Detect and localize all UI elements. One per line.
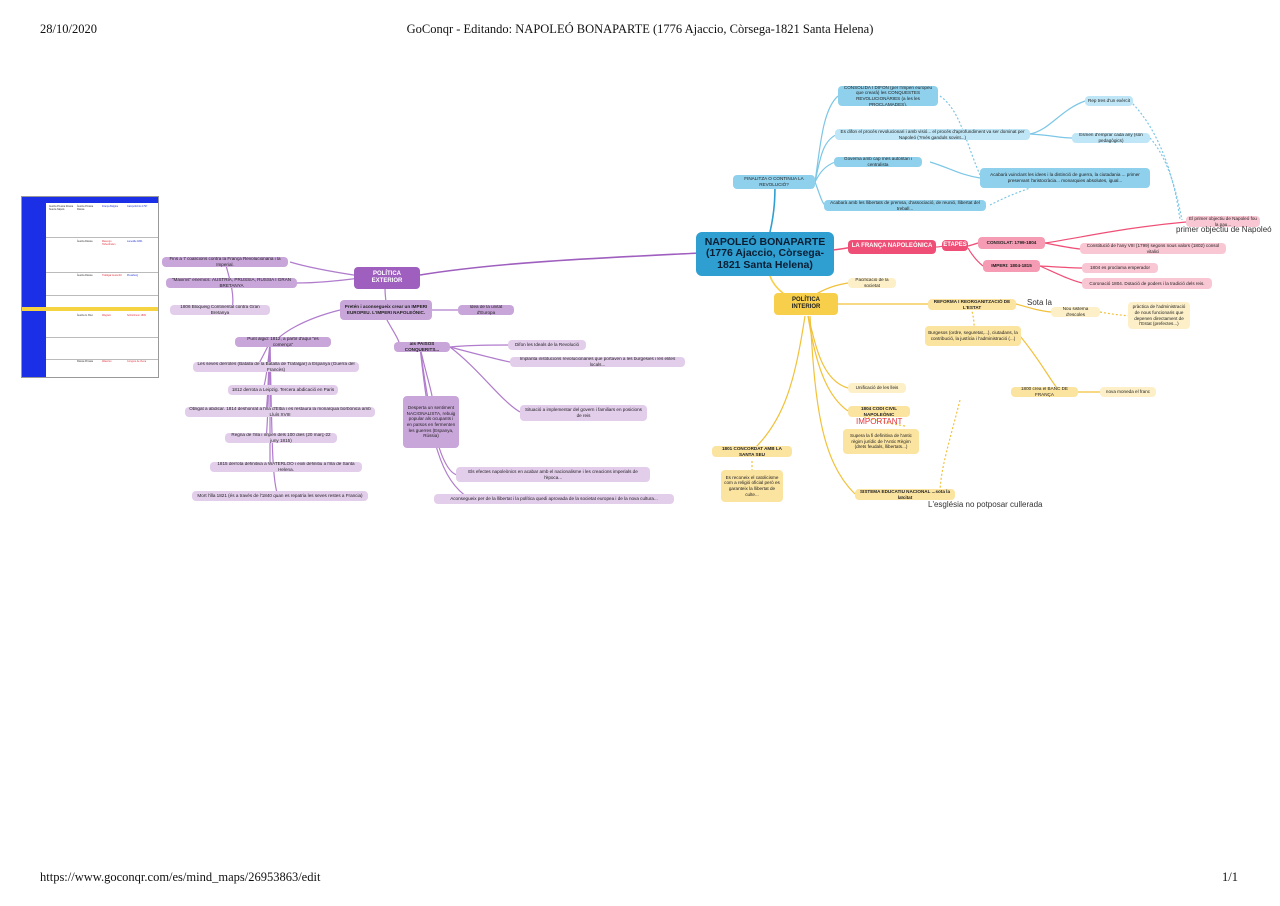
node-emperador[interactable]: 1804 es proclama emperador xyxy=(1082,263,1158,273)
node-coalicions[interactable]: Fins a 7 coalicions contra la França Rev… xyxy=(162,257,288,267)
node-elba[interactable]: Obligat a abdicar. 1814 deshonrat a l'il… xyxy=(185,407,375,417)
node-educacio[interactable]: SISTEMA EDUCATIU NACIONAL ...sota la laï… xyxy=(855,489,955,500)
node-reforma[interactable]: REFORMA I REORGANITZACIÓ DE L'ESTAT xyxy=(928,299,1016,310)
node-codi-intro[interactable]: Unificació de les lleis xyxy=(848,383,906,393)
node-mort[interactable]: Mort l'illa 1821 (és a través de l'1840 … xyxy=(192,491,368,501)
node-final1[interactable]: Els efectes napoleònics en acabar amb el… xyxy=(456,467,650,482)
page-title: GoConqr - Editando: NAPOLEÓ BONAPARTE (1… xyxy=(406,22,874,36)
node-estimem[interactable]: Esmen d'emprar cada any (són pedagògics) xyxy=(1072,133,1150,143)
node-practica[interactable]: pràctica de l'administració de nous func… xyxy=(1128,302,1190,329)
node-pretes[interactable]: Pretén i aconsegueix crear un IMPERI EUR… xyxy=(340,300,432,320)
node-consolat[interactable]: CONSOLAT: 1799-1804 xyxy=(978,237,1045,249)
node-banc[interactable]: 1800 crea el BANC DE FRANÇA xyxy=(1011,387,1078,397)
node-final2[interactable]: Aconsegueix per de la llibertat i la pol… xyxy=(434,494,674,504)
annotation-esglesia: L'església no potposar cullerada xyxy=(928,500,1043,509)
node-politica-exterior[interactable]: POLÍTICA EXTERIOR xyxy=(354,267,420,289)
node-primer[interactable]: El primer objectiu de Napoleó fou la pau… xyxy=(1186,216,1260,227)
node-leipzig[interactable]: 1812 derrota a Leipzig. Tercera abdicaci… xyxy=(228,385,338,395)
node-100-dies[interactable]: Regna de l'illa i imperi dels 100 dies (… xyxy=(225,433,337,443)
annotation-primer-objectiu: primer objectiu de Napoleó xyxy=(1176,225,1272,234)
node-governe[interactable]: Governa amb cap més autoritari i central… xyxy=(834,157,922,167)
node-moneda[interactable]: nova moneda el franc xyxy=(1100,387,1156,397)
node-concordat[interactable]: 1801 CONCORDAT AMB LA SANTA SEU xyxy=(712,446,792,457)
node-politica-interior[interactable]: POLÍTICA INTERIOR xyxy=(774,293,838,315)
node-reconeix[interactable]: Es reconeix el catolicisme com a religió… xyxy=(721,470,783,502)
embedded-table-thumbnail: Austria Prussia Rússia Suècia Nàpols Àus… xyxy=(21,196,159,378)
node-derrotes[interactable]: Les seves derrotes (Batalla de la Batall… xyxy=(193,362,359,372)
node-revolucio[interactable]: FINALITZA O CONTINUA LA REVOLUCIÓ? xyxy=(733,175,815,189)
node-franca[interactable]: LA FRANÇA NAPOLEÒNICA xyxy=(848,240,936,254)
node-etapes[interactable]: ETAPES xyxy=(942,240,968,251)
central-topic[interactable]: NAPOLEÓ BONAPARTE (1776 Ajaccio, Còrsega… xyxy=(696,232,834,276)
node-situacio[interactable]: Situació a implementar del govern i fami… xyxy=(520,405,647,421)
node-consolida[interactable]: CONSOLIDA I DIFON (per l'imperi europeu … xyxy=(838,86,938,106)
node-rep[interactable]: Rep tres d'un exèrcit xyxy=(1085,96,1133,106)
node-bloqueig[interactable]: 1806 Bloqueig Continental contra Gran Br… xyxy=(170,305,270,315)
node-punt-algid[interactable]: Punt àlgid: 1812, a partir d'aquí "es co… xyxy=(235,337,331,347)
node-pacificacio[interactable]: Pacificació de la societat xyxy=(848,278,896,288)
node-constitucio[interactable]: Constitució de l'any VIII (1799) segons … xyxy=(1080,243,1226,254)
node-idea[interactable]: Idea de la unitat d'Europa xyxy=(458,305,514,315)
node-acabarem[interactable]: Acabarà vuinclant les idees i la distinc… xyxy=(980,168,1150,188)
node-supera[interactable]: Supera la fi definitiva de l'antic règim… xyxy=(843,429,919,454)
node-implanta[interactable]: Implanta institucions revolucionàries qu… xyxy=(510,357,685,367)
node-codi[interactable]: 1804 CODI CIVIL NAPOLEÒNIC xyxy=(848,406,910,417)
node-corona[interactable]: Coronació 1804. Dotació de poders i la t… xyxy=(1082,278,1212,289)
annotation-important: IMPORTANT xyxy=(856,417,903,426)
node-difon[interactable]: Difon les Ideals de la Revolució xyxy=(508,340,586,350)
node-acaba[interactable]: Acabarà amb les llibertats de premsa, d'… xyxy=(824,200,986,211)
node-enemics[interactable]: "Màxims" enemics: ÀUSTRIA, PRÚSSIA, RÚSS… xyxy=(166,278,297,288)
page-number: 1/1 xyxy=(1222,870,1238,884)
node-imperi[interactable]: IMPERI: 1804-1815 xyxy=(983,260,1040,272)
print-date: 28/10/2020 xyxy=(40,22,97,36)
node-nou[interactable]: Nou sistema d'escoles xyxy=(1051,307,1100,317)
annotation-sota-la: Sota la xyxy=(1027,298,1052,307)
node-visio[interactable]: Es difon el procés revolucionari i amb v… xyxy=(835,129,1030,140)
node-burgesos[interactable]: Burgesos (ordre, seguretat,...), ciutada… xyxy=(925,326,1021,346)
node-paisos[interactable]: als PAÏSOS CONQUERITS... xyxy=(394,342,450,352)
node-despertar[interactable]: Desperta un sentiment NACIONALISTA, rebu… xyxy=(403,396,459,448)
node-waterloo[interactable]: 1815 derrota definitiva a WATERLOO i exi… xyxy=(210,462,362,472)
page-url: https://www.goconqr.com/es/mind_maps/269… xyxy=(40,870,321,884)
